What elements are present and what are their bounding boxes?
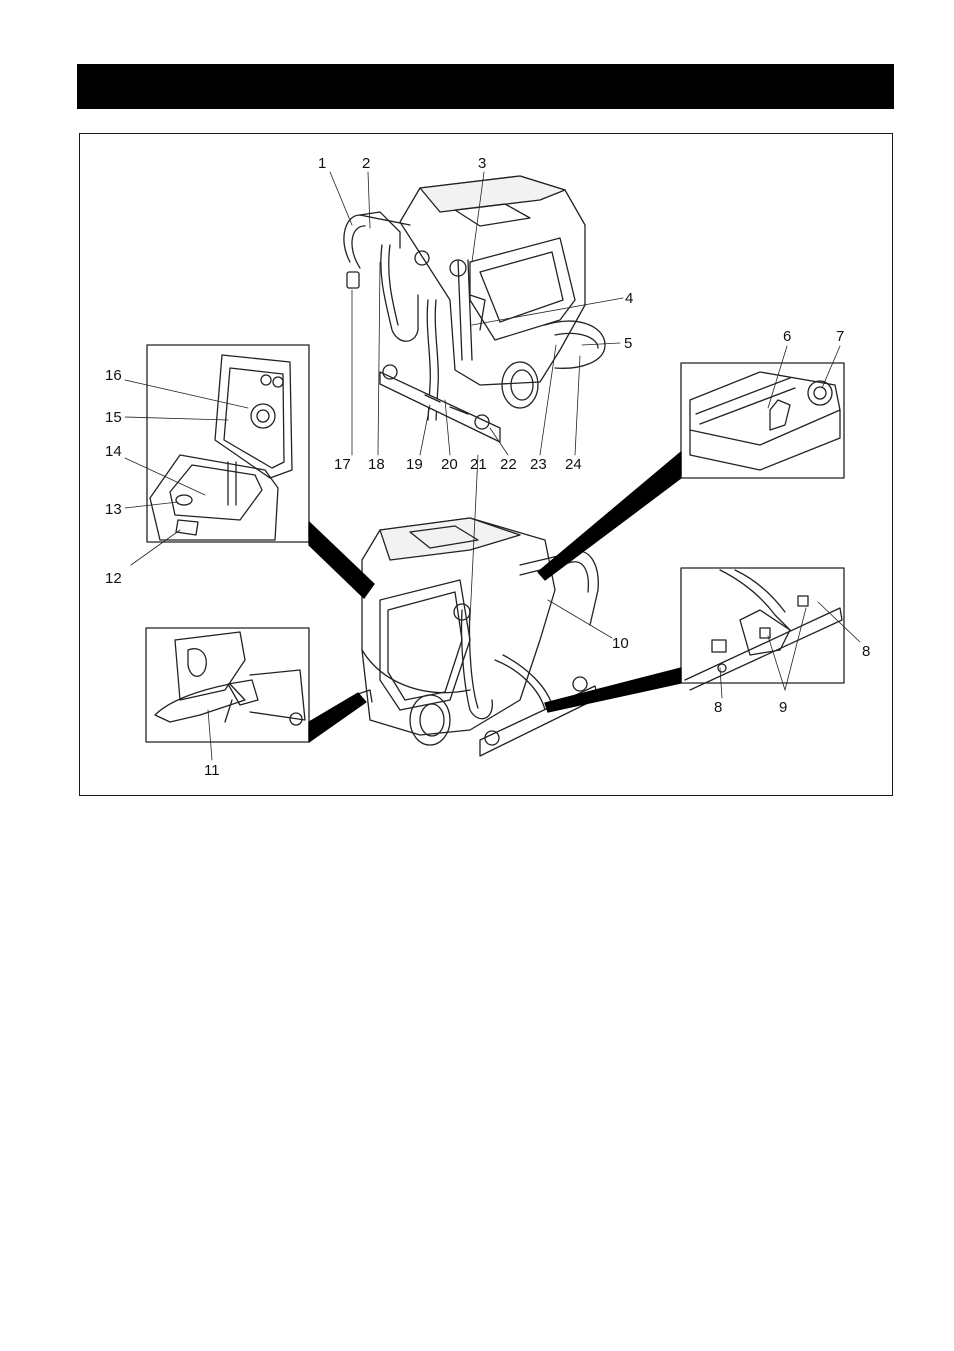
callout-14: 14 bbox=[105, 443, 122, 460]
callout-3: 3 bbox=[478, 155, 486, 172]
callout-24: 24 bbox=[565, 456, 582, 473]
callout-10: 10 bbox=[612, 635, 629, 652]
callout-2: 2 bbox=[362, 155, 370, 172]
callout-1: 1 bbox=[318, 155, 326, 172]
callout-23: 23 bbox=[530, 456, 547, 473]
callout-4: 4 bbox=[625, 290, 633, 307]
callout-11: 11 bbox=[204, 762, 220, 779]
callout-18: 18 bbox=[368, 456, 385, 473]
callout-21: 21 bbox=[470, 456, 487, 473]
callout-15: 15 bbox=[105, 409, 122, 426]
inset-tank-lid bbox=[147, 345, 309, 542]
callout-19: 19 bbox=[406, 456, 423, 473]
callout-8-left: 8 bbox=[714, 699, 722, 716]
callout-9: 9 bbox=[779, 699, 787, 716]
upper-machine-drawing bbox=[344, 176, 605, 442]
callout-5: 5 bbox=[624, 335, 632, 352]
callout-20: 20 bbox=[441, 456, 458, 473]
connector-wedge-squeegee bbox=[545, 668, 681, 712]
callout-8-right: 8 bbox=[862, 643, 870, 660]
callout-12: 12 bbox=[105, 570, 122, 587]
connector-wedge-hose bbox=[309, 693, 366, 742]
callout-16: 16 bbox=[105, 367, 122, 384]
callout-13: 13 bbox=[105, 501, 122, 518]
callout-17: 17 bbox=[334, 456, 351, 473]
callout-6: 6 bbox=[783, 328, 791, 345]
connector-wedge-cap bbox=[538, 452, 681, 580]
inset-squeegee bbox=[681, 568, 844, 683]
inset-tank-cap bbox=[681, 363, 844, 478]
callout-22: 22 bbox=[500, 456, 517, 473]
callout-7: 7 bbox=[836, 328, 844, 345]
